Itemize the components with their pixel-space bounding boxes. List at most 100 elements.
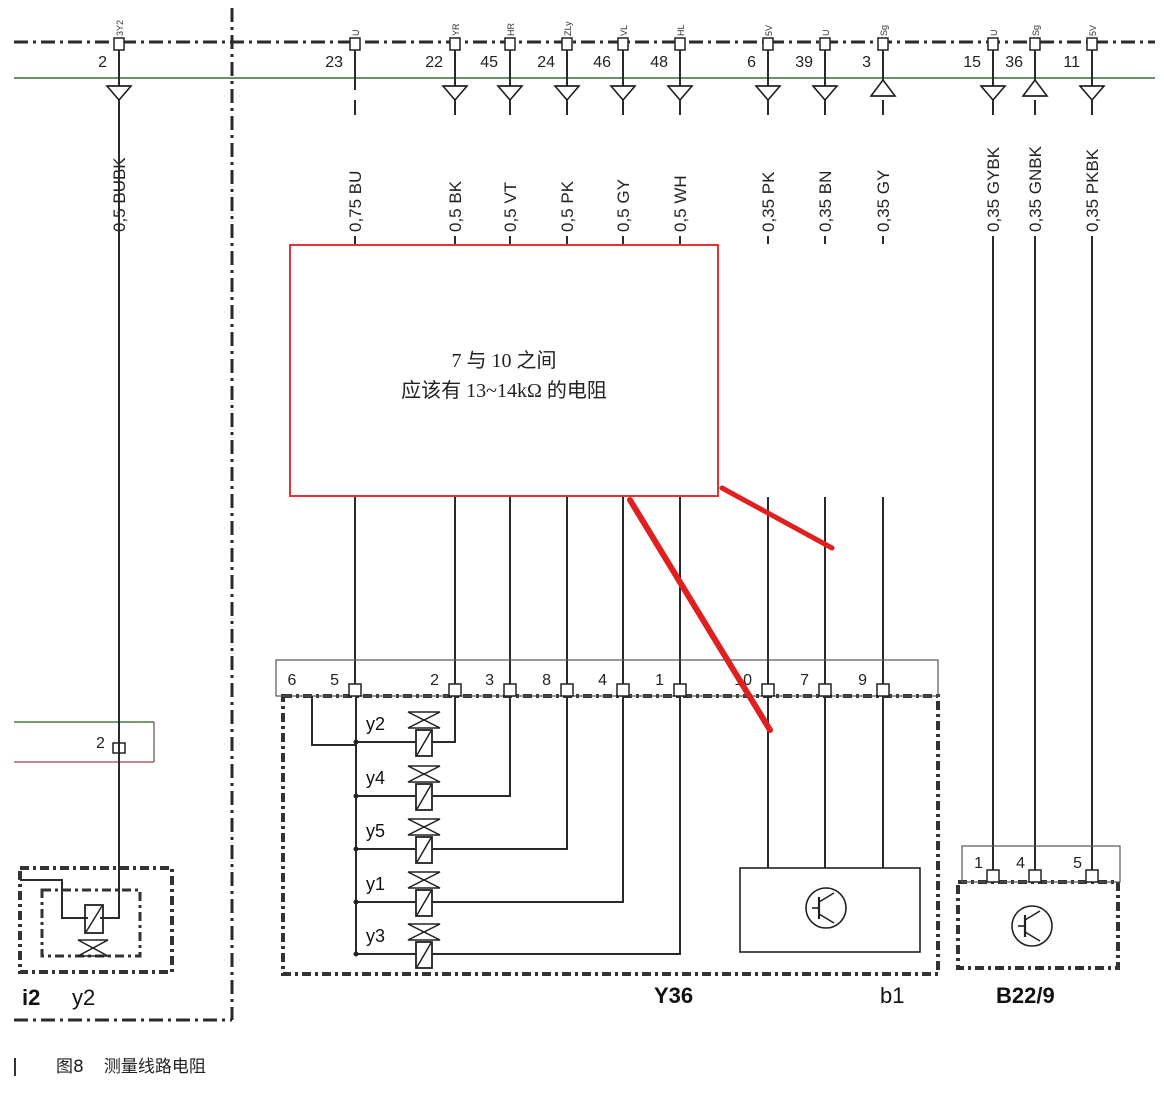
wire-label: 0,35 GYBK (984, 146, 1003, 232)
pin-socket (617, 37, 629, 51)
left-valve-wire-a (61, 895, 88, 919)
pin-number: 2 (98, 54, 107, 71)
pin-socket (503, 683, 517, 697)
pin-socket (1086, 37, 1098, 51)
pin-socket (561, 37, 573, 51)
b22-pin-4: 4 (1016, 855, 1042, 883)
solenoid-signal-wire (432, 696, 511, 797)
signal-arrow-icon (754, 85, 782, 102)
wire-label: 0,35 GY (874, 170, 893, 232)
valve-icon (407, 923, 441, 933)
valve-icon (407, 871, 441, 881)
valve-icon (77, 939, 109, 949)
caption-bar (14, 1058, 16, 1076)
pin-number: 2 (430, 672, 439, 689)
wire-label: 0,5 GY (614, 179, 633, 232)
pin-socket (560, 683, 574, 697)
pin-tag: YR (451, 23, 461, 36)
note-line-1: 7 与 10 之间 (451, 350, 557, 372)
pin-number: 39 (795, 54, 813, 71)
solenoid-signal-wire (432, 696, 624, 903)
pin-socket (818, 683, 832, 697)
pin-socket (762, 37, 774, 51)
pin-number: 11 (1063, 54, 1080, 71)
solenoid-label: y5 (366, 821, 385, 841)
pin-tag: 5V (1088, 25, 1098, 36)
signal-arrow-icon (666, 85, 694, 102)
transistor-icon (1011, 905, 1053, 947)
pin-number: 48 (650, 54, 668, 71)
b22-module-frame (956, 880, 1120, 970)
pin-socket (673, 683, 687, 697)
left-component-frame (18, 866, 174, 974)
pin-socket (616, 683, 630, 697)
signal-arrow-icon (869, 78, 897, 97)
pin-socket (986, 869, 1000, 883)
solenoid-label: y4 (366, 768, 385, 788)
left-connector-pin (112, 742, 126, 754)
pin-number: 6 (288, 672, 297, 689)
y36-pin-4: 4 (598, 672, 630, 697)
pin-number: 45 (480, 54, 498, 71)
pin-socket (348, 683, 362, 697)
pin-socket (876, 683, 890, 697)
y36-pin-2: 2 (430, 672, 462, 697)
note-line-2: 应该有 13~14kΩ 的电阻 (401, 380, 607, 402)
pin6-link (311, 696, 356, 746)
pin-tag: Sg (879, 25, 889, 36)
wire-label: 0,5 WH (671, 175, 690, 232)
top-pin-36: Sg 36 0,35 GNBK (1005, 25, 1049, 244)
pin-number: 36 (1005, 54, 1023, 71)
wire-label: 0,35 GNBK (1026, 145, 1045, 232)
wire-label: 0,5 VT (501, 182, 520, 232)
pin-number: 5 (330, 672, 339, 689)
left-label-a: i2 (22, 985, 40, 1010)
figure-number: 图8 (56, 1057, 84, 1077)
pin-socket (1029, 37, 1041, 51)
solenoid-label: y1 (366, 874, 385, 894)
solenoid-y4: y4 (353, 696, 511, 811)
pin-tag: Sg (1031, 25, 1041, 36)
pin-number: 4 (1016, 855, 1025, 872)
pin-socket (877, 37, 889, 51)
solenoid-label: y2 (366, 714, 385, 734)
measurement-note: 7 与 10 之间 应该有 13~14kΩ 的电阻 (289, 244, 719, 497)
pin-socket (1028, 869, 1042, 883)
pin-socket (504, 37, 516, 51)
pin-tag: HL (676, 24, 686, 36)
b22-pin-1: 1 (974, 855, 1000, 883)
solenoid-label: y3 (366, 926, 385, 946)
solenoid-valves: y2 y4 y5 y1 y3 (353, 696, 884, 969)
y36-connector-pins: 65238411079 (288, 672, 890, 697)
pin-number: 1 (974, 855, 983, 872)
pin-number: 4 (598, 672, 607, 689)
pin-number: 6 (747, 54, 756, 71)
wire-label: 0,5 BK (446, 180, 465, 232)
b22-label: B22/9 (996, 983, 1055, 1008)
pin-number: 23 (325, 54, 343, 71)
left-valve-wire-b (100, 895, 120, 919)
pin-number: 9 (858, 672, 867, 689)
pin-number: 3 (485, 672, 494, 689)
top-pin-48: HL 48 0,5 WH (650, 24, 694, 244)
signal-arrow-icon (441, 85, 469, 102)
left-valve-coil (84, 904, 104, 934)
wire-label: 0,75 BU (346, 171, 365, 232)
solenoid-signal-wire (432, 696, 456, 743)
y36-pin-9: 9 (858, 672, 890, 697)
pin-socket (1085, 869, 1099, 883)
pin-socket (349, 37, 361, 51)
pin-number: 15 (963, 54, 981, 71)
pin-socket (761, 683, 775, 697)
y36-pin-6: 6 (288, 672, 297, 689)
